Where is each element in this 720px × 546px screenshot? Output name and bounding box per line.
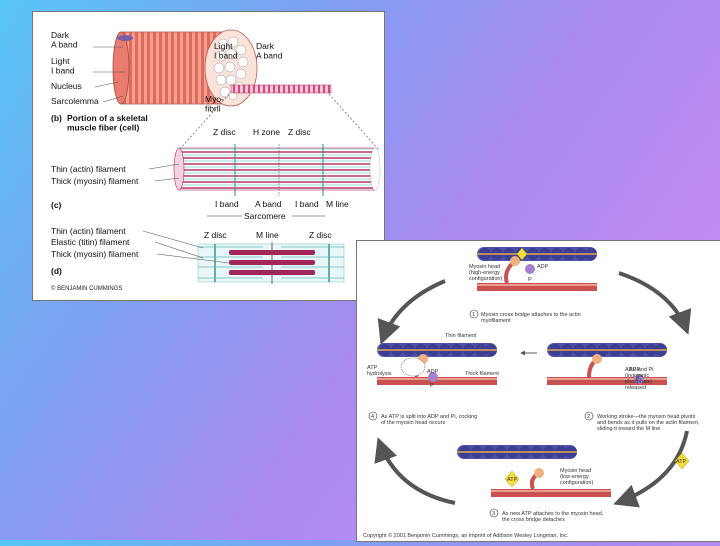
label-z-disc-d2: Z disc <box>309 230 332 240</box>
label-thick-myosin-d: Thick (myosin) filament <box>51 249 139 259</box>
label-p-right: P <box>636 377 640 383</box>
caption-d: (d) <box>51 266 62 276</box>
label-adp-right: ADP <box>629 367 641 373</box>
step-1: 1 Myosin cross bridge attaches to the ac… <box>469 309 581 324</box>
label-z-disc-2: Z disc <box>288 127 311 137</box>
step-2-number: 2 <box>587 414 590 420</box>
label-z-disc-d1: Z disc <box>204 230 227 240</box>
filament-detail-illustration <box>197 242 345 284</box>
step-4: 4 As ATP is split into ADP and Pi, cocki… <box>368 411 477 426</box>
copyright-text: Copyright © 2001 Benjamin Cummings, an i… <box>363 532 569 539</box>
label-sarcomere: Sarcomere <box>244 211 286 221</box>
credit-text: © BENJAMIN CUMMINGS <box>51 285 122 292</box>
label-thin-actin-d: Thin (actin) filament <box>51 226 126 236</box>
label-thick-filament: Thick filament <box>465 371 499 377</box>
label-p-left: P <box>430 383 434 389</box>
step-1-number: 1 <box>472 312 475 318</box>
label-elastic-titin-d: Elastic (titin) filament <box>51 237 130 247</box>
label-sarcolemma: Sarcolemma <box>51 96 99 106</box>
label-i-band-c2: I band <box>295 199 319 209</box>
step-3-number: 3 <box>492 511 495 517</box>
cycle-arrows <box>374 271 692 508</box>
caption-b-letter: (b) <box>51 113 62 123</box>
state-1-illustration <box>476 246 598 291</box>
label-thick-myosin-c: Thick (myosin) filament <box>51 176 139 186</box>
label-m-line-d: M line <box>256 230 279 240</box>
caption-c: (c) <box>51 200 62 210</box>
state-3-illustration <box>456 444 611 497</box>
myofibril-shape <box>230 84 332 94</box>
state-4-illustration <box>376 342 498 385</box>
muscle-fiber-illustration <box>112 29 380 151</box>
nucleus-shape <box>117 35 133 41</box>
atp-circle-1 <box>525 264 535 274</box>
filament-labels-c: Thin (actin) filament Thick (myosin) fil… <box>51 163 180 186</box>
label-m-line-c: M line <box>326 199 349 209</box>
label-thin-filament: Thin filament <box>445 333 477 339</box>
label-atp-side: ATP <box>676 459 687 465</box>
step-3-text: As new ATP attaches to the myosin head,t… <box>502 511 604 523</box>
label-i-band-c1: I band <box>215 199 239 209</box>
step-4-text: As ATP is split into ADP and Pi, cocking… <box>381 414 477 426</box>
svg-text:Myo-fibril: Myo-fibril <box>205 94 224 113</box>
step-3: 3 As new ATP attaches to the myosin head… <box>489 508 604 523</box>
label-myofibril: Myo-fibril <box>205 94 224 113</box>
disc-labels-c: Z disc H zone Z disc <box>213 127 311 137</box>
state-2-illustration <box>520 342 668 385</box>
label-adp-left: ADP <box>427 369 439 375</box>
filament-labels-d: Thin (actin) filament Elastic (titin) fi… <box>51 226 230 264</box>
label-h-zone: H zone <box>253 127 280 137</box>
myofibril-section-illustration <box>173 144 381 196</box>
label-p-top: P <box>528 277 532 283</box>
band-labels-c: I band A band I band M line Sarcomere <box>207 199 349 221</box>
side-atp-badge: ATP <box>674 452 690 470</box>
label-thin-actin-c: Thin (actin) filament <box>51 164 126 174</box>
label-a-band-c: A band <box>255 199 282 209</box>
step-4-number: 4 <box>371 414 374 420</box>
label-nucleus: Nucleus <box>51 81 82 91</box>
label-atp-bottom: ATP <box>507 477 518 483</box>
label-z-disc-1: Z disc <box>213 127 236 137</box>
step-1-text: Myosin cross bridge attaches to the acti… <box>481 312 581 324</box>
label-adp-top: ADP <box>537 264 549 270</box>
disc-labels-d: Z disc M line Z disc <box>204 230 332 240</box>
